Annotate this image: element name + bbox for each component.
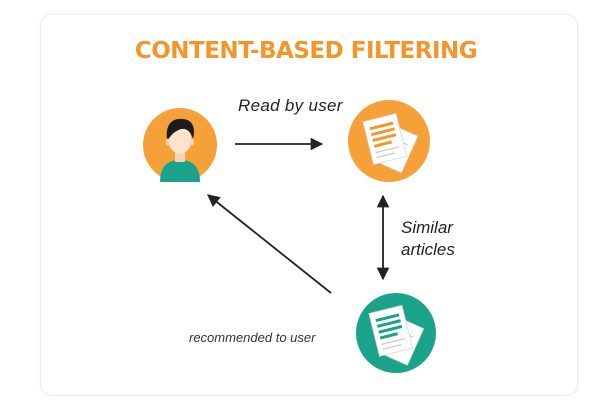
arrow-recommended-to-user bbox=[207, 194, 332, 294]
documents-icon bbox=[368, 304, 425, 366]
documents-icon bbox=[362, 113, 419, 174]
diagram-title: CONTENT-BASED FILTERING bbox=[134, 38, 478, 64]
edge-label-recommended-to-user: recommended to user bbox=[189, 330, 316, 345]
diagram-card bbox=[40, 14, 578, 396]
edge-label-read-by-user: Read by user bbox=[238, 96, 343, 115]
edge-label-similar-line2: articles bbox=[401, 240, 455, 259]
edge-label-similar-line1: Similar bbox=[401, 218, 453, 237]
edge-label-similar-articles: Similar articles bbox=[401, 217, 455, 261]
similar-articles-node bbox=[356, 293, 436, 373]
read-articles-node bbox=[348, 100, 430, 182]
user-node bbox=[143, 108, 217, 182]
user-avatar-icon bbox=[160, 118, 200, 182]
